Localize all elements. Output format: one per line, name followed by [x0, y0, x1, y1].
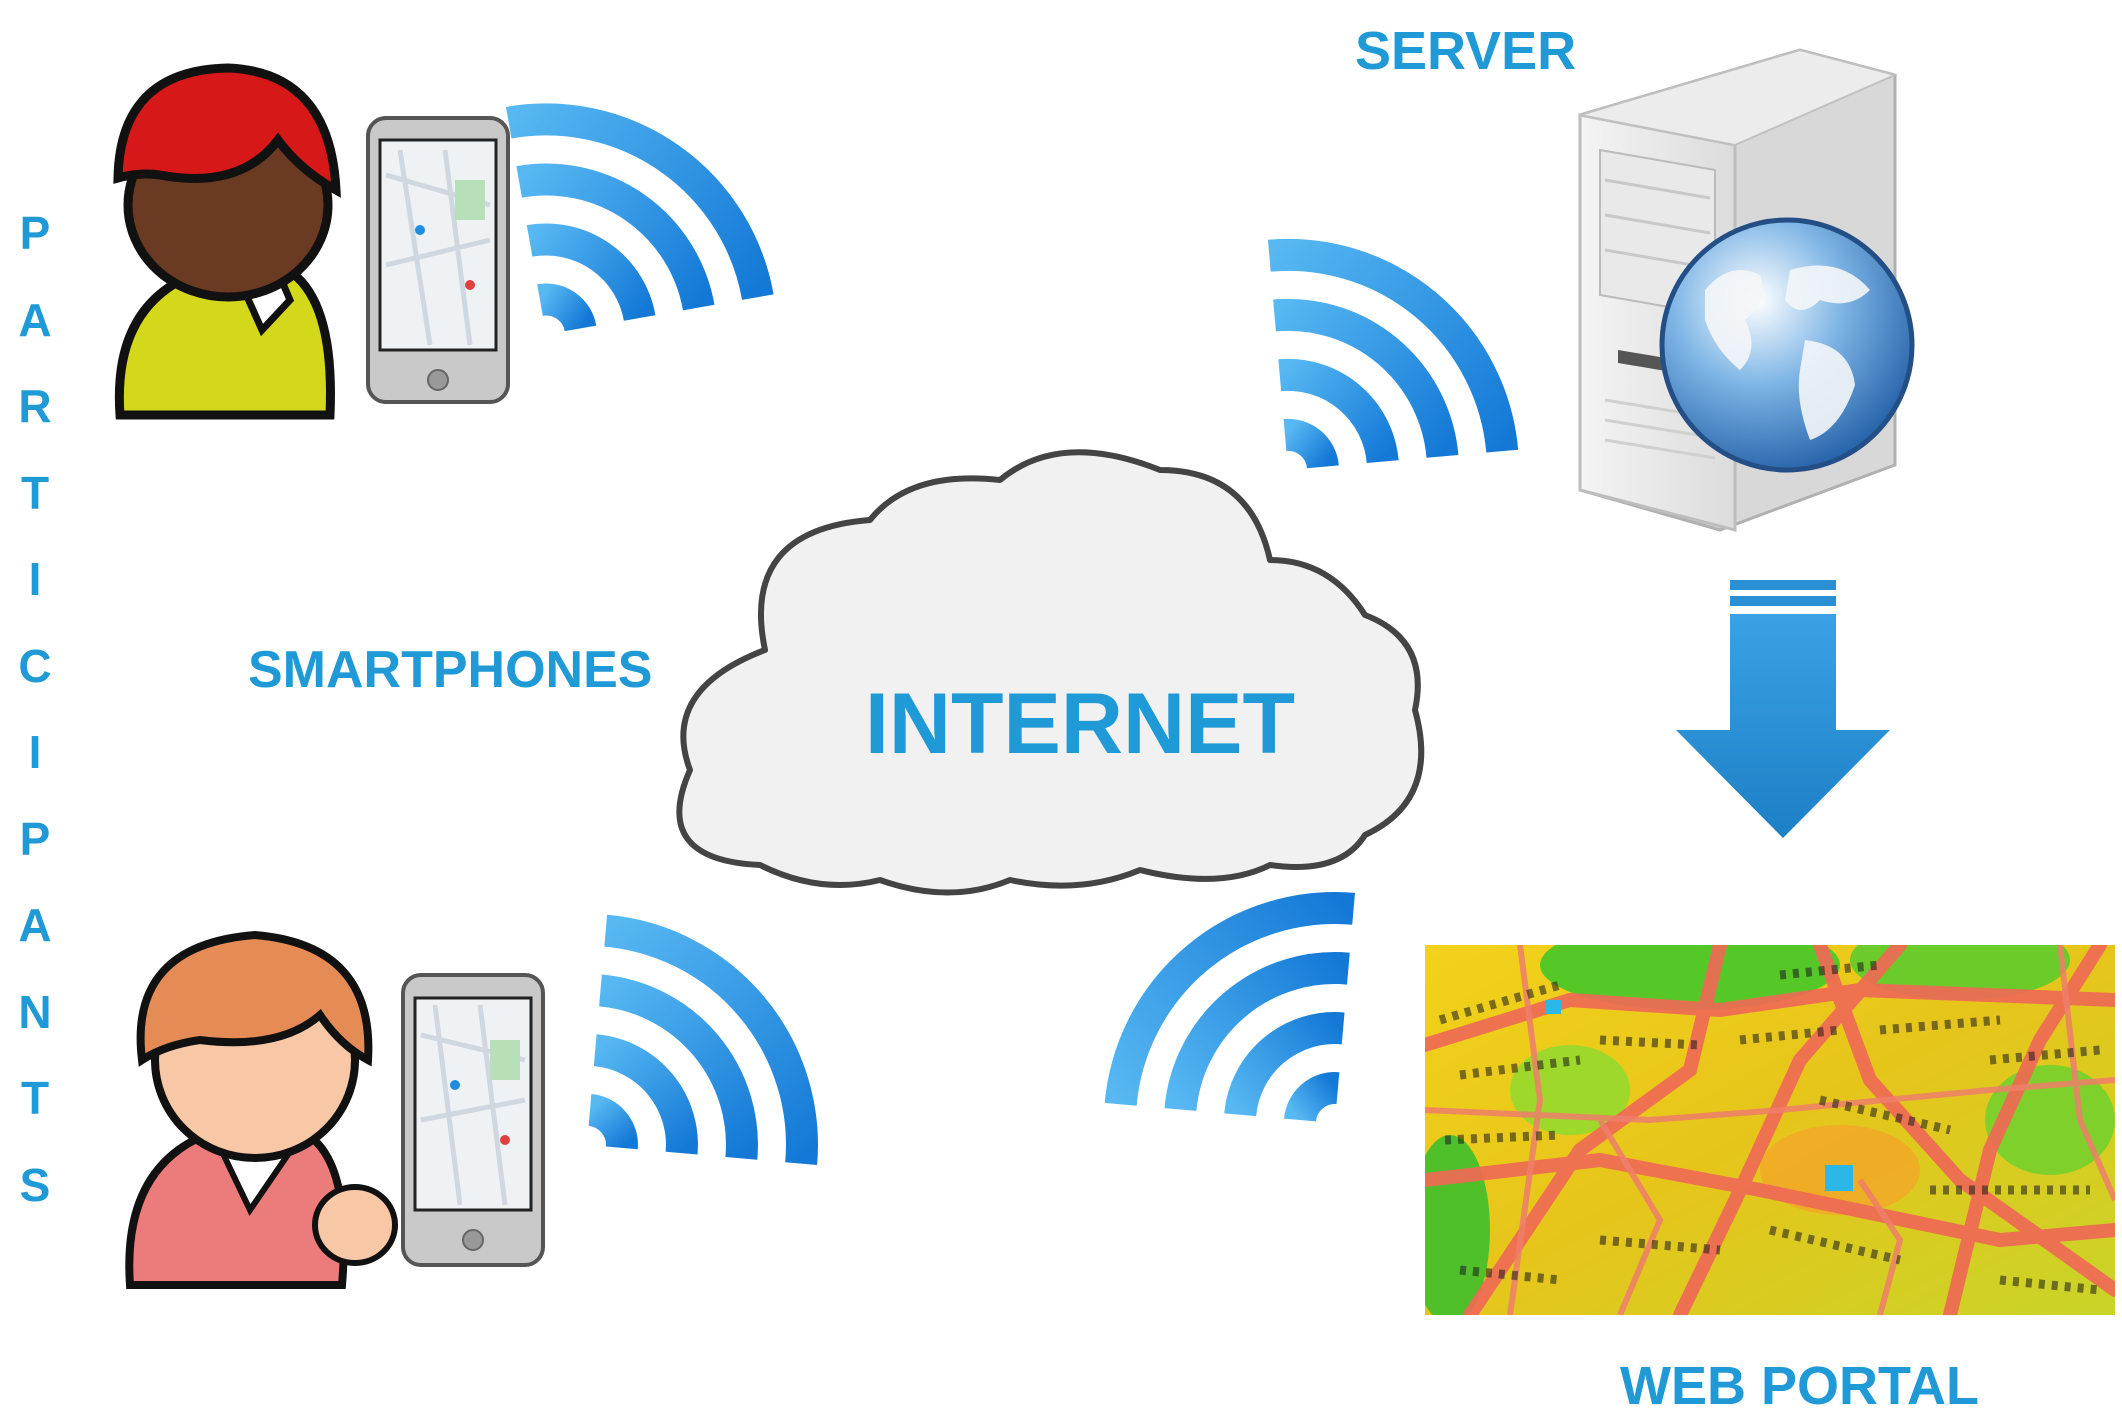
down-arrow-icon [1676, 580, 1890, 838]
wifi-signal-icon-3 [587, 914, 818, 1165]
participant-icon-2 [125, 930, 398, 1289]
wifi-signal-icon-1 [505, 103, 774, 333]
cloud-icon [676, 449, 1425, 896]
noise-map-icon [1425, 945, 2115, 1315]
internet-label: INTERNET [865, 676, 1295, 772]
web-portal-label: WEB PORTAL [1620, 1356, 1979, 1416]
participants-letter: I [28, 553, 42, 605]
participants-letter: P [19, 812, 51, 865]
wifi-signal-icon-4 [1104, 892, 1355, 1123]
server-label: SERVER [1355, 21, 1577, 81]
smartphone-icon-1 [366, 116, 510, 404]
participants-letter: P [19, 207, 51, 259]
globe-icon [1659, 217, 1915, 473]
participants-letter: R [18, 380, 52, 432]
participants-letter: T [20, 1072, 50, 1124]
participants-letter: A [18, 899, 52, 951]
smartphones-label: SMARTPHONES [248, 641, 653, 699]
participants-letter: A [18, 293, 52, 346]
participants-letter: N [18, 985, 52, 1038]
participants-letter: T [20, 466, 50, 519]
participant-icon-1 [113, 63, 341, 420]
participants-letter: I [28, 726, 42, 778]
participants-letter: S [19, 1158, 51, 1211]
participants-letter: C [18, 639, 52, 692]
smartphone-icon-2 [401, 973, 545, 1267]
wifi-signal-icon-2 [1267, 238, 1519, 470]
